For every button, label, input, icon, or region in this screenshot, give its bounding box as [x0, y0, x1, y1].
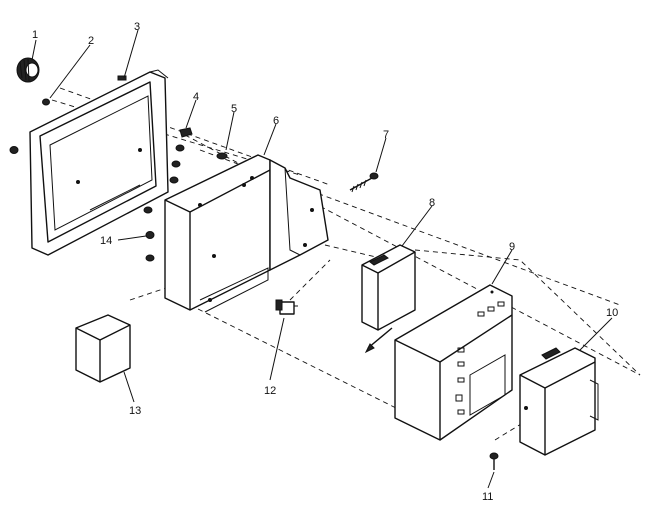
callout-2: 2	[88, 35, 94, 47]
callout-6: 6	[273, 115, 279, 127]
chassis-part	[394, 284, 513, 441]
cover-box-part	[519, 347, 599, 456]
callout-9: 9	[509, 241, 515, 253]
callout-12: 12	[264, 385, 276, 397]
cube-part	[75, 314, 131, 383]
callout-14: 14	[100, 235, 112, 247]
callout-4: 4	[193, 91, 199, 103]
callout-11: 11	[482, 491, 493, 503]
callout-5: 5	[231, 103, 237, 115]
callout-3: 3	[134, 21, 140, 33]
leader-lines	[31, 29, 613, 489]
transformer-part	[361, 244, 416, 354]
callout-labels: 1 2 3 4 5 6 7 8 9 10 11 12 13 14	[32, 21, 618, 503]
metal-housing-part	[164, 154, 329, 313]
switch-part	[275, 299, 298, 315]
screw-set	[143, 127, 228, 262]
knob-part	[16, 57, 40, 83]
front-bezel-part	[9, 69, 169, 256]
callout-1: 1	[32, 29, 38, 41]
screw-11-part	[489, 452, 499, 470]
callout-7: 7	[383, 129, 389, 141]
callout-8: 8	[429, 197, 435, 209]
callout-10: 10	[606, 307, 618, 319]
callout-13: 13	[129, 405, 141, 417]
long-screw-part	[349, 172, 379, 193]
